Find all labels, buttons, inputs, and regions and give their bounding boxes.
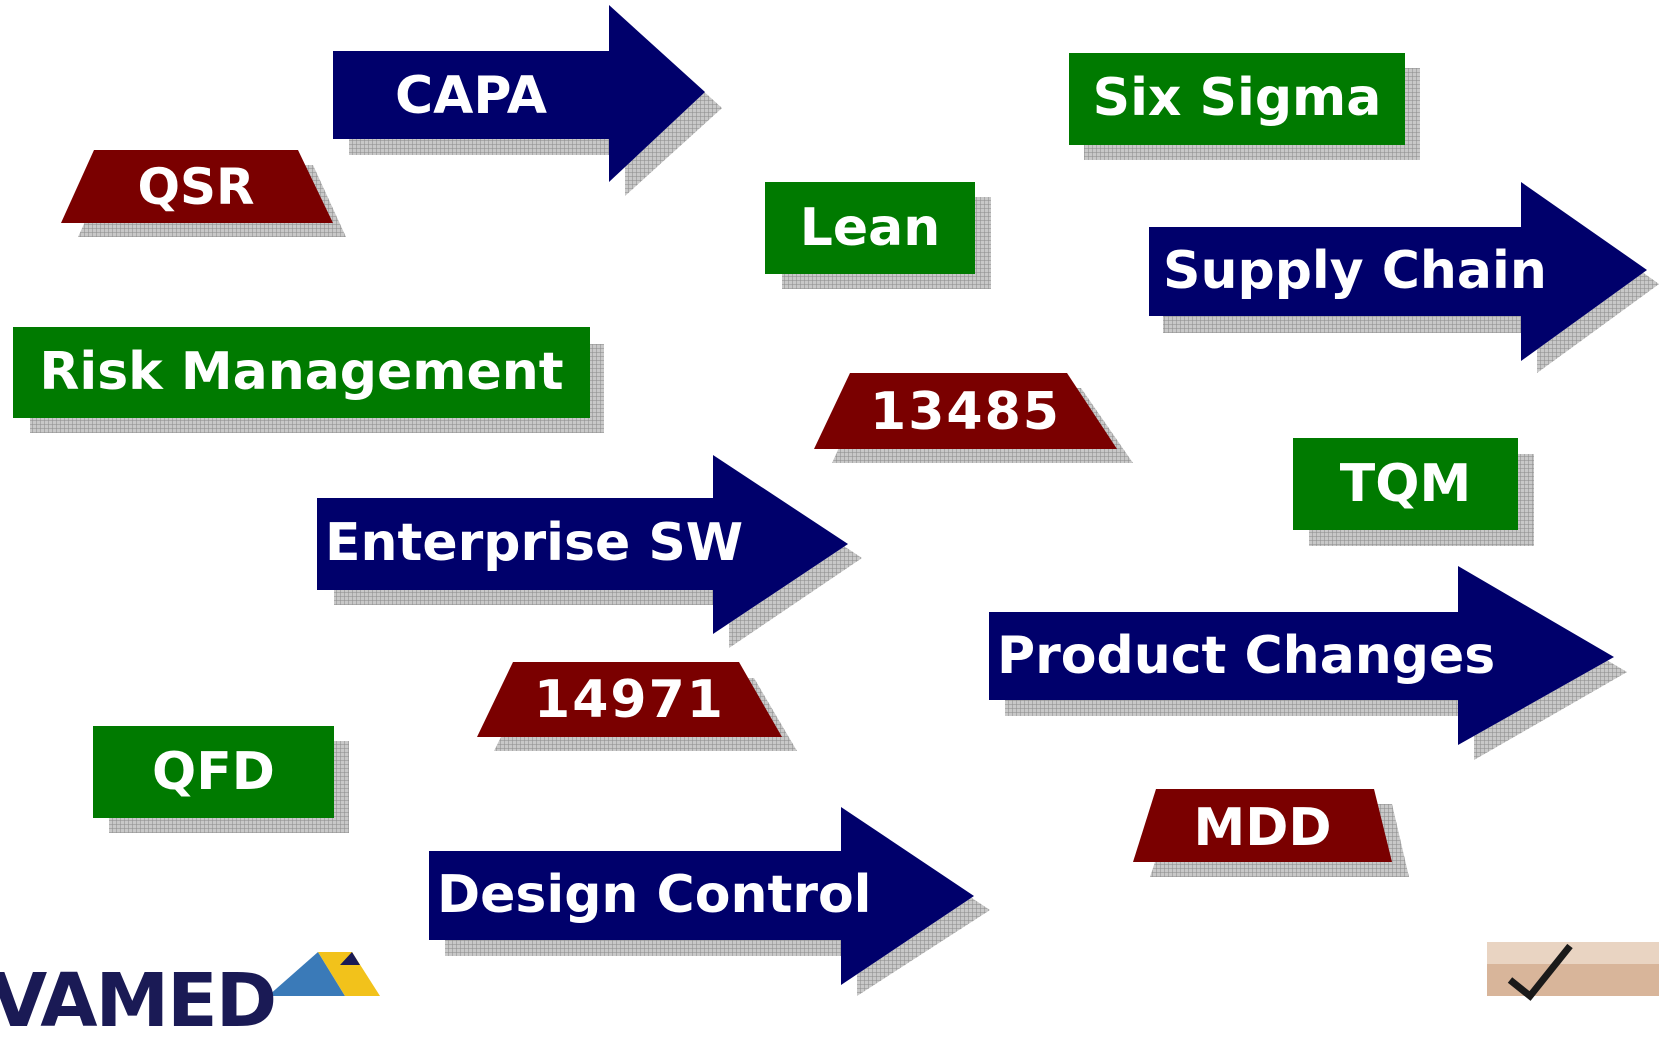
checkmark-icon	[1487, 942, 1659, 1001]
qfd-box	[93, 726, 349, 833]
mdd-label: MDD	[1193, 798, 1332, 858]
capa-label: CAPA	[395, 66, 547, 126]
design-control-arrow	[429, 807, 990, 996]
six-sigma-label: Six Sigma	[1092, 68, 1382, 128]
enterprise-sw-label: Enterprise SW	[325, 513, 744, 573]
product-changes-arrow	[989, 566, 1627, 760]
iso-14971-trapezoid	[477, 662, 797, 751]
qfd-label: QFD	[152, 742, 275, 802]
supply-chain-label: Supply Chain	[1163, 241, 1547, 301]
lean-box	[765, 182, 991, 289]
design-control-label: Design Control	[437, 865, 872, 925]
mdd-trapezoid	[1133, 789, 1409, 877]
supply-chain-arrow	[1149, 182, 1659, 373]
lean-label: Lean	[799, 198, 941, 258]
iso-14971-label: 14971	[534, 670, 725, 730]
six-sigma-box	[1069, 53, 1420, 160]
tqm-label: TQM	[1339, 454, 1472, 514]
vamed-logo-icon	[268, 952, 380, 996]
qsr-label: QSR	[137, 158, 255, 216]
shapes-canvas	[13, 5, 1659, 1001]
product-changes-label: Product Changes	[997, 626, 1496, 686]
risk-management-label: Risk Management	[39, 342, 564, 402]
tqm-box	[1293, 438, 1534, 546]
enterprise-sw-arrow	[317, 455, 862, 648]
iso-13485-label: 13485	[870, 382, 1061, 442]
iso-13485-trapezoid	[814, 373, 1133, 463]
vamed-logo-text: VAMED	[0, 958, 277, 1044]
qsr-trapezoid	[61, 150, 346, 237]
capa-arrow	[333, 5, 722, 196]
risk-management-box	[13, 327, 604, 433]
